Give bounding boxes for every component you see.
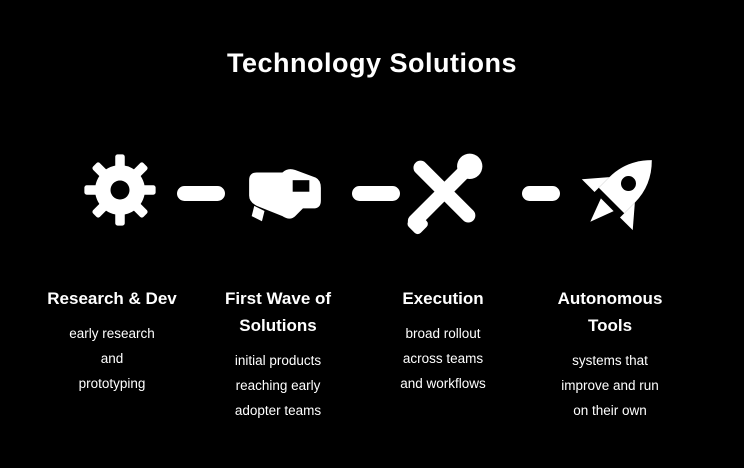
step-heading-line: Research & Dev xyxy=(47,289,177,308)
step-body: early research and prototyping xyxy=(27,321,197,396)
handshake-icon xyxy=(244,162,326,224)
step-heading-line: Autonomous xyxy=(557,289,663,308)
connector-dash-3 xyxy=(522,186,560,201)
step-column-2: First Wave of Solutions initial products… xyxy=(193,285,363,423)
step-heading-line: Tools xyxy=(587,316,633,335)
step-body-line: adopter teams xyxy=(234,403,322,418)
crossed-tools-icon xyxy=(398,148,488,238)
step-body-line: improve and run xyxy=(561,378,659,393)
step-heading: Research & Dev xyxy=(27,285,197,312)
step-body-line: early research xyxy=(69,326,155,341)
rocket-icon xyxy=(572,142,668,242)
step-heading-line: First Wave of xyxy=(224,289,332,308)
step-body-line: and xyxy=(100,351,124,366)
step-body-line: across teams xyxy=(402,351,484,366)
step-body-line: on their own xyxy=(573,403,647,418)
step-heading: Autonomous Tools xyxy=(525,285,695,339)
step-column-3: Execution broad rollout across teams and… xyxy=(358,285,528,396)
step-body-line: reaching early xyxy=(235,378,321,393)
gear-icon xyxy=(82,152,158,228)
step-body: initial products reaching early adopter … xyxy=(193,348,363,423)
step-body-line: broad rollout xyxy=(405,326,481,341)
step-heading-line: Execution xyxy=(402,289,484,308)
connector-dash-1 xyxy=(177,186,225,201)
step-heading: First Wave of Solutions xyxy=(193,285,363,339)
step-body-line: initial products xyxy=(234,353,322,368)
step-body: broad rollout across teams and workflows xyxy=(358,321,528,396)
diagram-title: Technology Solutions xyxy=(227,48,517,78)
step-body-line: prototyping xyxy=(78,376,146,391)
step-body: systems that improve and run on their ow… xyxy=(525,348,695,423)
step-column-4: Autonomous Tools systems that improve an… xyxy=(525,285,695,423)
step-body-line: systems that xyxy=(572,353,648,368)
step-column-1: Research & Dev early research and protot… xyxy=(27,285,197,396)
step-heading-line: Solutions xyxy=(239,316,317,335)
step-heading: Execution xyxy=(358,285,528,312)
step-body-line: and workflows xyxy=(400,376,486,391)
connector-dash-2 xyxy=(352,186,400,201)
